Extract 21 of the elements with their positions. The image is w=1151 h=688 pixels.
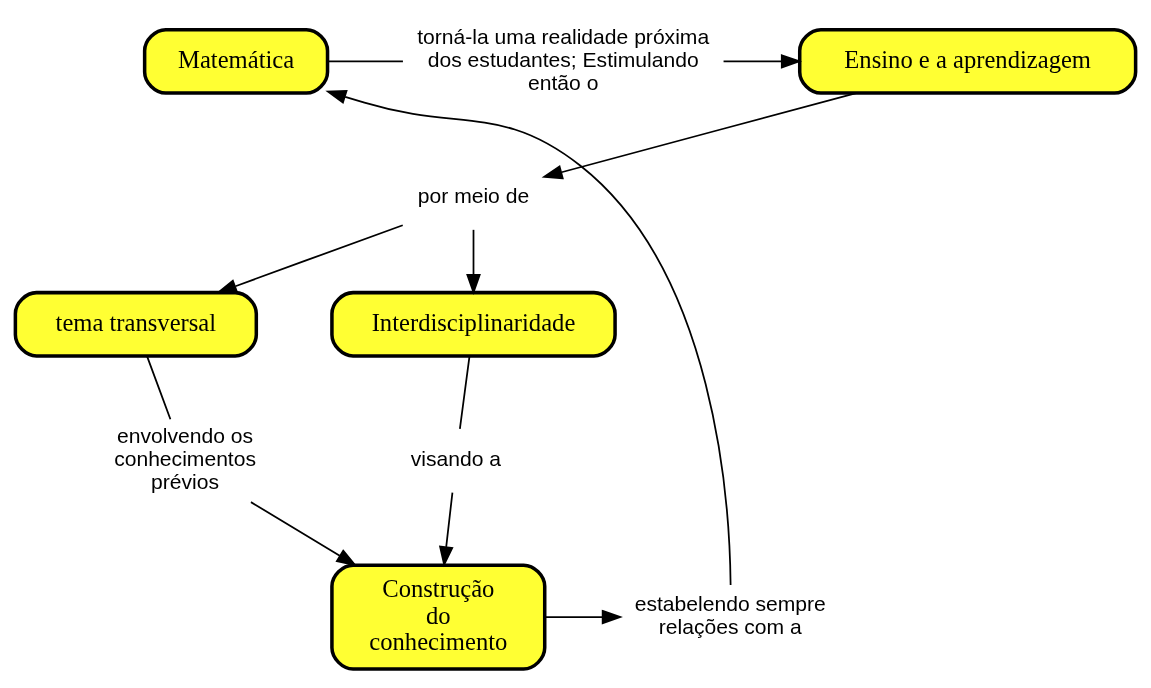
arrow [541,91,858,179]
arrow [466,228,481,295]
node-box: tema transversal [13,290,259,358]
connector [146,354,172,420]
node-text: por meio de [417,183,530,207]
arrow [722,53,803,69]
node-text: visando a [410,446,502,470]
arrow [438,491,454,567]
node-box: Interdisciplinaridade [330,290,617,358]
node-text: torná-la uma realidade próxima dos estudantes; Estimulando então o [417,24,710,94]
arrow [215,223,404,293]
node-text: envolvendo os conhecimentos prévios [114,423,257,493]
node-text: estabelendo sempre relações com a [634,591,826,638]
arrow [544,609,623,624]
node-box: Ensino e a aprendizagem [797,27,1138,95]
connector [327,60,404,62]
connector [459,354,471,430]
arrow [325,89,732,586]
node-box: Matemática [142,27,330,95]
arrow [250,500,358,566]
node-box: Construção do conhecimento [330,562,547,671]
